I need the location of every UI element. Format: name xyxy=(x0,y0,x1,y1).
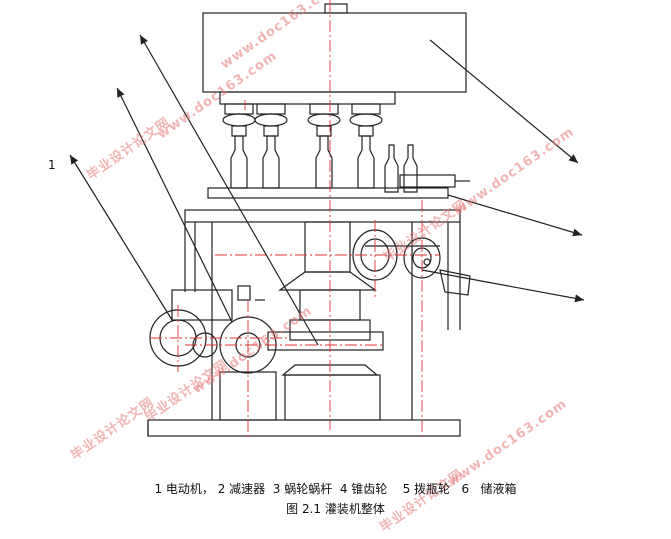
filling-valve-heads xyxy=(219,91,396,137)
leader-arrow-3 xyxy=(139,34,319,346)
bottles xyxy=(230,135,418,193)
leader-arrow-5 xyxy=(447,194,583,237)
legend-line: 1 电动机， 2 减速器 3 蜗轮蜗杆 4 锥齿轮 5 拨瓶轮 6 储液箱 xyxy=(154,482,517,496)
figure-caption: 图 2.1 灌装机整体 xyxy=(286,502,385,516)
callout-number: 1 xyxy=(48,158,56,172)
leader-arrow-1 xyxy=(69,154,173,321)
center-lines xyxy=(150,0,440,440)
leader-arrow-6 xyxy=(421,269,585,303)
leader-arrow-2 xyxy=(116,87,233,323)
leader-arrows xyxy=(69,34,585,346)
turntable xyxy=(207,187,449,199)
leader-arrow-4 xyxy=(429,39,579,164)
